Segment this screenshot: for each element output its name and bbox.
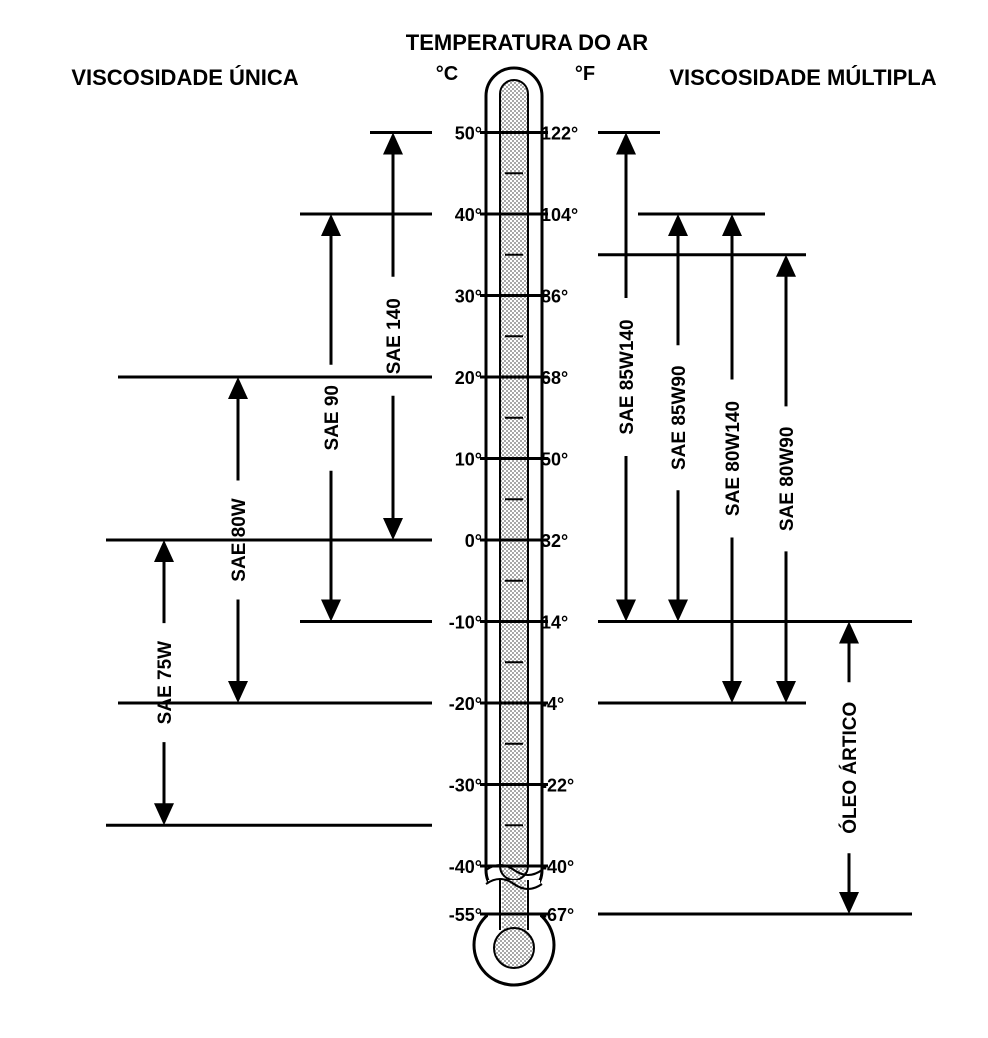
fahrenheit-tick-label: 32° [541, 531, 568, 551]
single-sae-90-label: SAE 90 [322, 385, 343, 450]
multi-óleo-ártico-label: ÓLEO ÁRTICO [839, 702, 861, 834]
celsius-unit-label: °C [436, 63, 458, 85]
arrow-up-icon [228, 377, 248, 399]
single-sae-140: SAE 140 [370, 131, 432, 542]
fahrenheit-tick-label: 68° [541, 368, 568, 388]
arrow-up-icon [776, 254, 796, 277]
fahrenheit-tick-label: -4° [541, 694, 564, 714]
arrow-down-icon [722, 681, 742, 703]
celsius-tick-label: -10° [449, 613, 482, 633]
celsius-tick-label: -20° [449, 694, 482, 714]
fahrenheit-tick-label: 86° [541, 287, 568, 307]
arrow-down-icon [616, 599, 636, 622]
multi-sae-85w140-label: SAE 85W140 [617, 319, 638, 434]
celsius-tick-label: -30° [449, 776, 482, 796]
celsius-tick-label: 50° [455, 124, 482, 144]
arrow-down-icon [228, 681, 248, 703]
multi-sae-80w140: SAE 80W140 [638, 212, 765, 705]
multi-sae-85w90: SAE 85W90 [638, 212, 765, 623]
fahrenheit-tick-label: 14° [541, 613, 568, 633]
celsius-tick-label: 40° [455, 205, 482, 225]
arrow-down-icon [383, 518, 403, 540]
arrow-down-icon [839, 892, 859, 914]
celsius-tick-label: 10° [455, 450, 482, 470]
fahrenheit-tick-label: 104° [541, 205, 578, 225]
thermometer-icon [472, 66, 556, 987]
diagram-title: TEMPERATURA DO AR [406, 30, 649, 55]
multi-sae-85w140: SAE 85W140 [598, 131, 660, 623]
multi-sae-80w90: SAE 80W90 [598, 253, 806, 705]
single-sae-90: SAE 90 [300, 212, 432, 623]
fahrenheit-tick-label: 122° [541, 124, 578, 144]
arrow-down-icon [154, 803, 174, 826]
fahrenheit-tick-label: -40° [541, 857, 574, 877]
arrow-down-icon [668, 599, 688, 622]
multi-sae-80w90-label: SAE 80W90 [777, 427, 798, 532]
fahrenheit-tick-label: -22° [541, 776, 574, 796]
single-sae-140-label: SAE 140 [384, 298, 405, 374]
multi-óleo-ártico: ÓLEO ÁRTICO [598, 620, 912, 916]
celsius-tick-label: 20° [455, 368, 482, 388]
arrow-down-icon [321, 599, 341, 622]
fahrenheit-tick-label: 50° [541, 450, 568, 470]
fahrenheit-tick-label: -67° [541, 905, 574, 925]
celsius-tick-label: -40° [449, 857, 482, 877]
single-sae-75w: SAE 75W [106, 538, 432, 827]
multi-viscosity-heading: VISCOSIDADE MÚLTIPLA [669, 65, 936, 90]
single-viscosity-heading: VISCOSIDADE ÚNICA [71, 65, 298, 90]
celsius-tick-label: -55° [449, 905, 482, 925]
arrow-up-icon [321, 214, 341, 236]
arrow-up-icon [383, 132, 403, 155]
arrow-down-icon [776, 681, 796, 703]
arrow-up-icon [154, 540, 174, 562]
multi-sae-85w90-label: SAE 85W90 [669, 365, 690, 470]
arrow-up-icon [616, 132, 636, 155]
celsius-tick-label: 30° [455, 287, 482, 307]
single-sae-75w-label: SAE 75W [155, 641, 176, 724]
multi-sae-80w140-label: SAE 80W140 [723, 401, 744, 516]
arrow-up-icon [668, 214, 688, 236]
celsius-tick-label: 0° [465, 531, 482, 551]
fahrenheit-unit-label: °F [575, 63, 595, 85]
arrow-up-icon [839, 621, 859, 644]
arrow-up-icon [722, 214, 742, 236]
